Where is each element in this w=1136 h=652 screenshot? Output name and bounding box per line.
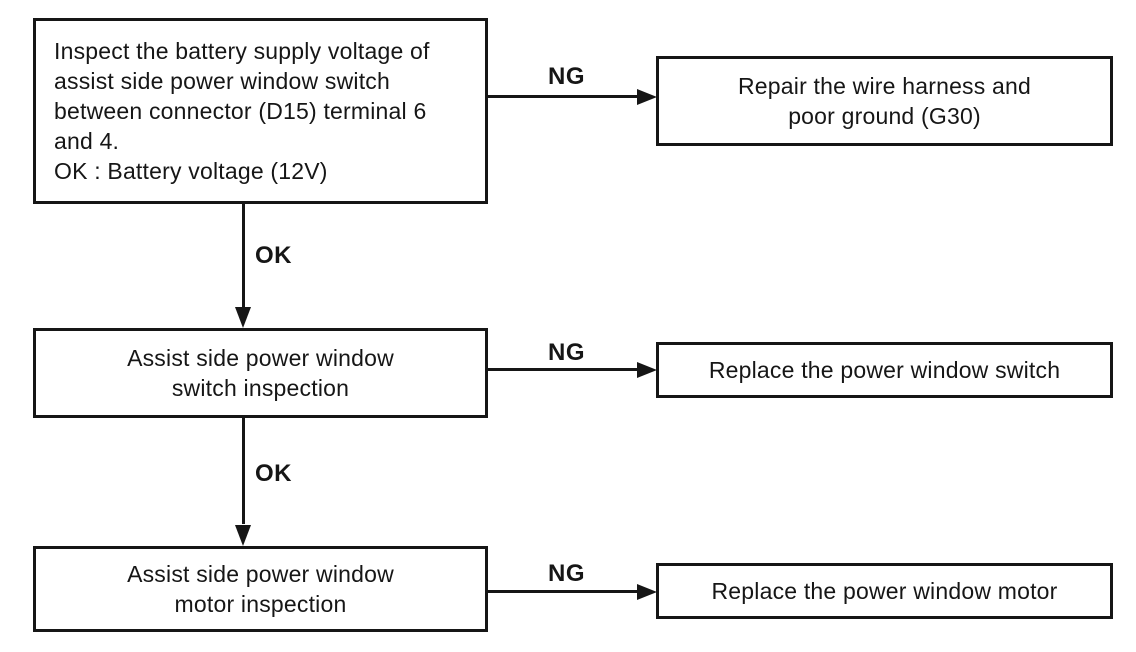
- node-inspect-battery-voltage: Inspect the battery supply voltage of as…: [33, 18, 488, 204]
- node-replace-motor-text: Replace the power window motor: [711, 578, 1058, 604]
- arrowhead-down-icon: [235, 307, 251, 328]
- node-inspect-battery-voltage-text: Inspect the battery supply voltage of as…: [54, 38, 430, 184]
- edge-label-ng-1: NG: [548, 63, 585, 90]
- arrow-ok-2-shaft: [242, 418, 245, 524]
- arrowhead-right-icon: [637, 362, 657, 378]
- node-switch-inspection: Assist side power window switch inspecti…: [33, 328, 488, 418]
- arrowhead-down-icon: [235, 525, 251, 546]
- arrowhead-right-icon: [637, 89, 657, 105]
- edge-label-ok-1: OK: [255, 242, 292, 269]
- node-motor-inspection-text: Assist side power window motor inspectio…: [127, 561, 394, 617]
- node-replace-motor: Replace the power window motor: [656, 563, 1113, 619]
- node-switch-inspection-text: Assist side power window switch inspecti…: [127, 345, 394, 401]
- arrow-ng-3-shaft: [488, 590, 638, 593]
- node-repair-wire-harness: Repair the wire harness and poor ground …: [656, 56, 1113, 146]
- edge-label-ng-3: NG: [548, 560, 585, 587]
- node-replace-switch: Replace the power window switch: [656, 342, 1113, 398]
- edge-label-ng-2: NG: [548, 339, 585, 366]
- arrow-ng-1-shaft: [488, 95, 638, 98]
- arrow-ok-1-shaft: [242, 204, 245, 308]
- arrowhead-right-icon: [637, 584, 657, 600]
- node-repair-wire-harness-text: Repair the wire harness and poor ground …: [737, 73, 1032, 129]
- edge-label-ok-2: OK: [255, 460, 292, 487]
- node-replace-switch-text: Replace the power window switch: [708, 357, 1061, 383]
- arrow-ng-2-shaft: [488, 368, 638, 371]
- node-motor-inspection: Assist side power window motor inspectio…: [33, 546, 488, 632]
